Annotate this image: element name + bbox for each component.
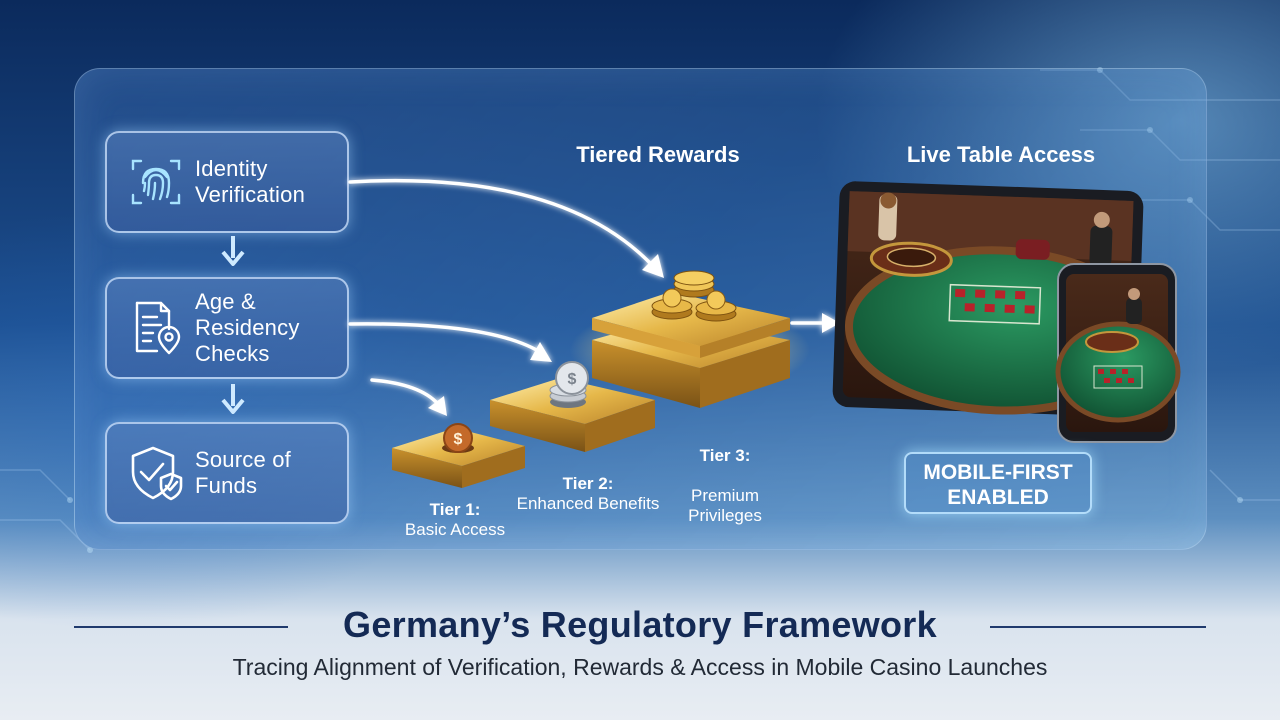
svg-text:$: $ (568, 371, 577, 388)
page-title: Germany’s Regulatory Framework (343, 604, 937, 645)
live-table-title: Live Table Access (906, 142, 1096, 167)
mobile-first-badge: MOBILE-FIRST ENABLED (904, 452, 1092, 514)
shield-check-icon (125, 442, 187, 504)
step-identity-verification: Identity Verification (105, 131, 349, 233)
tier1-label: Tier 1: Basic Access (380, 500, 530, 540)
step-age-residency: Age & Residency Checks (105, 277, 349, 379)
down-arrow-icon (221, 236, 245, 266)
tier2-label: Tier 2: Enhanced Benefits (498, 474, 678, 514)
title-rule-left (74, 626, 288, 628)
tiered-rewards-title: Tiered Rewards (576, 142, 740, 167)
arrow-age-to-tier2 (348, 322, 542, 354)
tier3-coins (651, 270, 737, 322)
step-label: Age & Residency Checks (195, 289, 300, 366)
step-source-of-funds: Source of Funds (105, 422, 349, 524)
down-arrow-icon (221, 384, 245, 414)
fingerprint-icon (125, 151, 187, 213)
arrow-funds-to-tier1 (370, 378, 440, 406)
tier-desc: Basic Access (404, 520, 506, 539)
tier-name: Tier 2: (562, 474, 614, 493)
arrow-identity-to-tier3 (348, 178, 654, 267)
tier3-label: Tier 3: Premium Privileges (660, 426, 790, 526)
tier1-coin: $ (442, 423, 474, 453)
phone-device (1055, 263, 1181, 443)
step-label: Identity Verification (195, 156, 306, 207)
page-subtitle: Tracing Alignment of Verification, Rewar… (232, 654, 1048, 680)
tier-name: Tier 3: (699, 446, 751, 465)
tier2-coins: $ (549, 361, 589, 408)
tier3-pedestal (592, 292, 790, 408)
step-label: Source of Funds (195, 447, 291, 498)
svg-text:$: $ (454, 431, 463, 448)
document-location-icon (125, 297, 187, 359)
tier-desc: Premium Privileges (688, 486, 762, 525)
title-rule-right (990, 626, 1206, 628)
tier-desc: Enhanced Benefits (516, 494, 660, 513)
tier-name: Tier 1: (429, 500, 481, 519)
